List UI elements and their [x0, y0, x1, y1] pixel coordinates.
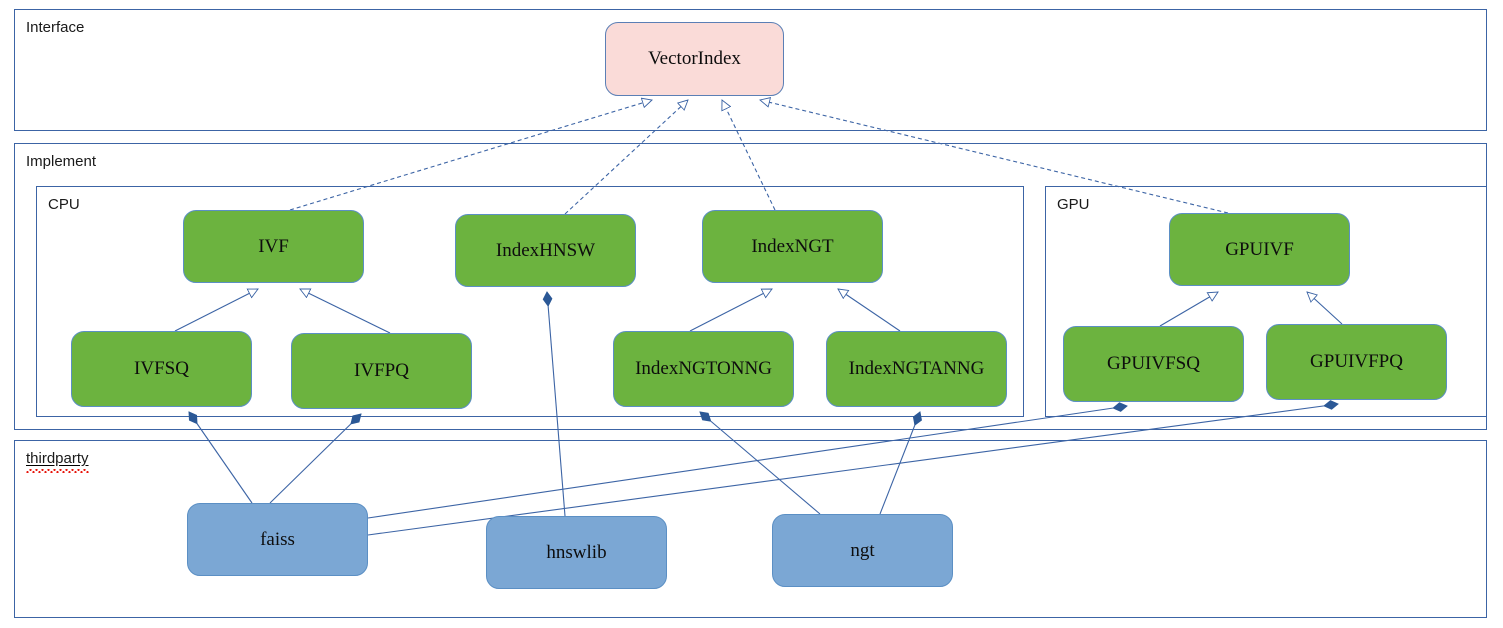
node-ngt[interactable]: ngt — [772, 514, 953, 587]
group-label-implement: Implement — [26, 153, 97, 170]
spellcheck-squiggle-icon — [26, 469, 89, 473]
node-indexngt[interactable]: IndexNGT — [702, 210, 883, 283]
group-label-gpu: GPU — [1057, 196, 1090, 213]
node-faiss[interactable]: faiss — [187, 503, 368, 576]
group-label-cpu: CPU — [48, 196, 80, 213]
node-ivfpq[interactable]: IVFPQ — [291, 333, 472, 409]
node-ivfsq[interactable]: IVFSQ — [71, 331, 252, 407]
group-label-thirdparty: thirdparty — [26, 451, 89, 473]
node-gpuivfpq[interactable]: GPUIVFPQ — [1266, 324, 1447, 400]
node-gpuivf[interactable]: GPUIVF — [1169, 213, 1350, 286]
node-indexhnsw[interactable]: IndexHNSW — [455, 214, 636, 287]
node-ivf[interactable]: IVF — [183, 210, 364, 283]
node-hnswlib[interactable]: hnswlib — [486, 516, 667, 589]
node-vectorindex[interactable]: VectorIndex — [605, 22, 784, 96]
node-indexngtanng[interactable]: IndexNGTANNG — [826, 331, 1007, 407]
node-gpuivfsq[interactable]: GPUIVFSQ — [1063, 326, 1244, 402]
node-indexngtonng[interactable]: IndexNGTONNG — [613, 331, 794, 407]
group-label-interface: Interface — [26, 19, 85, 36]
